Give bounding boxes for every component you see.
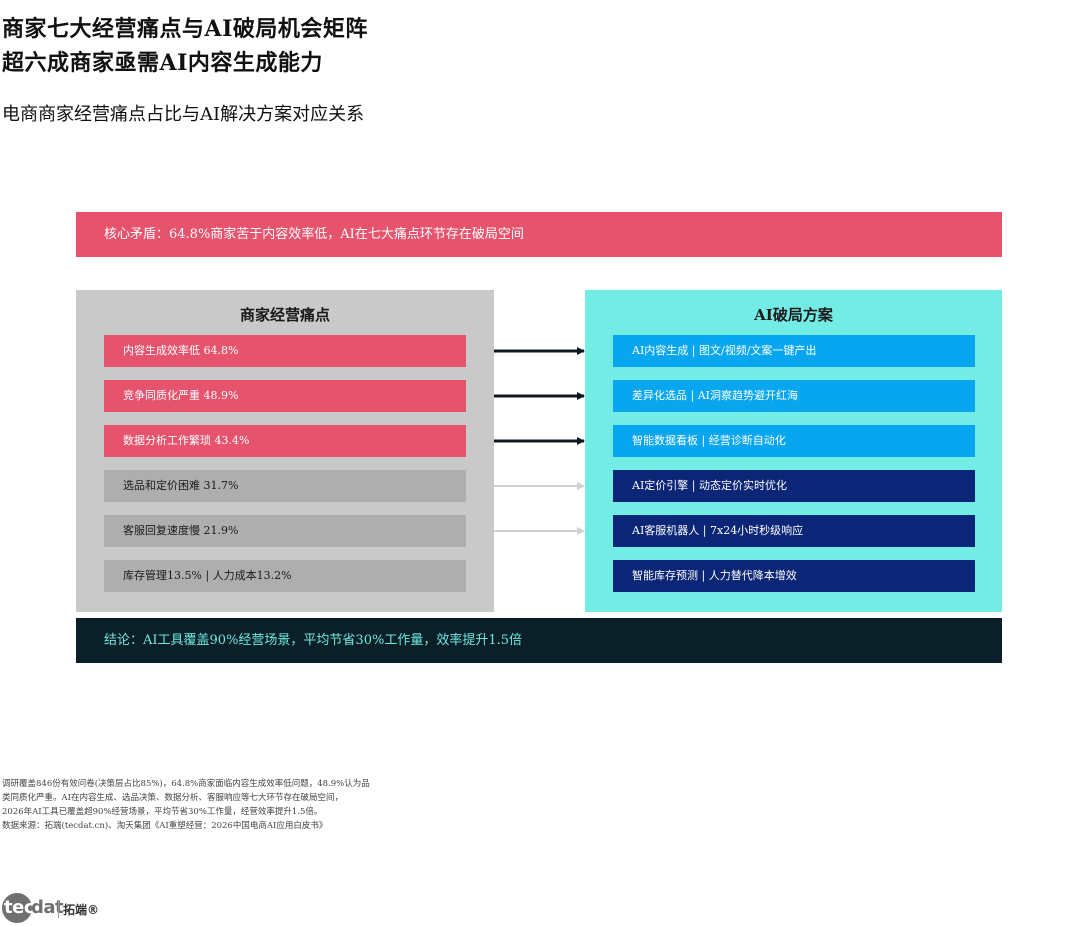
footnote-line: 类同质化严重。AI在内容生成、选品决策、数据分析、客服响应等七大环节存在破局空间… xyxy=(2,793,344,803)
page-title-line-2: 超六成商家亟需AI内容生成能力 xyxy=(2,50,323,76)
footnote-source: 数据来源：拓端(tecdat.cn)、淘天集团《AI重塑经营：2026中国电商A… xyxy=(2,821,328,831)
logo-text-dat: dat xyxy=(31,897,64,918)
pain-item-homogenization: 竞争同质化严重 48.9% xyxy=(104,380,466,412)
logo-divider xyxy=(58,900,59,918)
pain-points-panel: 商家经营痛点 内容生成效率低 64.8% 竞争同质化严重 48.9% 数据分析工… xyxy=(76,290,494,612)
core-contradiction-banner: 核心矛盾：64.8%商家苦于内容效率低，AI在七大痛点环节存在破局空间 xyxy=(76,212,1002,257)
pain-item-inventory-labor: 库存管理13.5% | 人力成本13.2% xyxy=(104,560,466,592)
ai-item-inventory-forecast: 智能库存预测 | 人力替代降本增效 xyxy=(613,560,975,592)
ai-item-customer-service-bot: AI客服机器人 | 7x24小时秒级响应 xyxy=(613,515,975,547)
tecdat-logo: tec dat 拓端® xyxy=(2,893,112,925)
pain-item-data-analysis: 数据分析工作繁琐 43.4% xyxy=(104,425,466,457)
logo-circle xyxy=(2,893,32,923)
ai-item-content-generation: AI内容生成 | 图文/视频/文案一键产出 xyxy=(613,335,975,367)
ai-item-differentiated-selection: 差异化选品 | AI洞察趋势避开红海 xyxy=(613,380,975,412)
logo-text-cn: 拓端® xyxy=(63,903,100,917)
ai-item-data-dashboard: 智能数据看板 | 经营诊断自动化 xyxy=(613,425,975,457)
ai-panel-title: AI破局方案 xyxy=(754,306,833,324)
logo-text-tec: tec xyxy=(4,897,34,918)
pain-item-customer-service: 客服回复速度慢 21.9% xyxy=(104,515,466,547)
ai-item-pricing-engine: AI定价引擎 | 动态定价实时优化 xyxy=(613,470,975,502)
pain-item-content-efficiency: 内容生成效率低 64.8% xyxy=(104,335,466,367)
pain-item-selection-pricing: 选品和定价困难 31.7% xyxy=(104,470,466,502)
page-title-line-1: 商家七大经营痛点与AI破局机会矩阵 xyxy=(2,16,368,42)
ai-solutions-panel: AI破局方案 AI内容生成 | 图文/视频/文案一键产出 差异化选品 | AI洞… xyxy=(585,290,1002,612)
footnote-line: 调研覆盖846份有效问卷(决策层占比85%)，64.8%商家面临内容生成效率低问… xyxy=(2,779,370,789)
conclusion-banner: 结论：AI工具覆盖90%经营场景，平均节省30%工作量，效率提升1.5倍 xyxy=(76,618,1002,663)
mapping-arrows xyxy=(494,347,585,535)
pain-panel-title: 商家经营痛点 xyxy=(239,306,330,324)
footnote-line: 2026年AI工具已覆盖超90%经营场景，平均节省30%工作量，经营效率提升1.… xyxy=(2,807,323,817)
page-subtitle: 电商商家经营痛点占比与AI解决方案对应关系 xyxy=(2,104,365,125)
footnote: 调研覆盖846份有效问卷(决策层占比85%)，64.8%商家面临内容生成效率低问… xyxy=(2,777,412,833)
